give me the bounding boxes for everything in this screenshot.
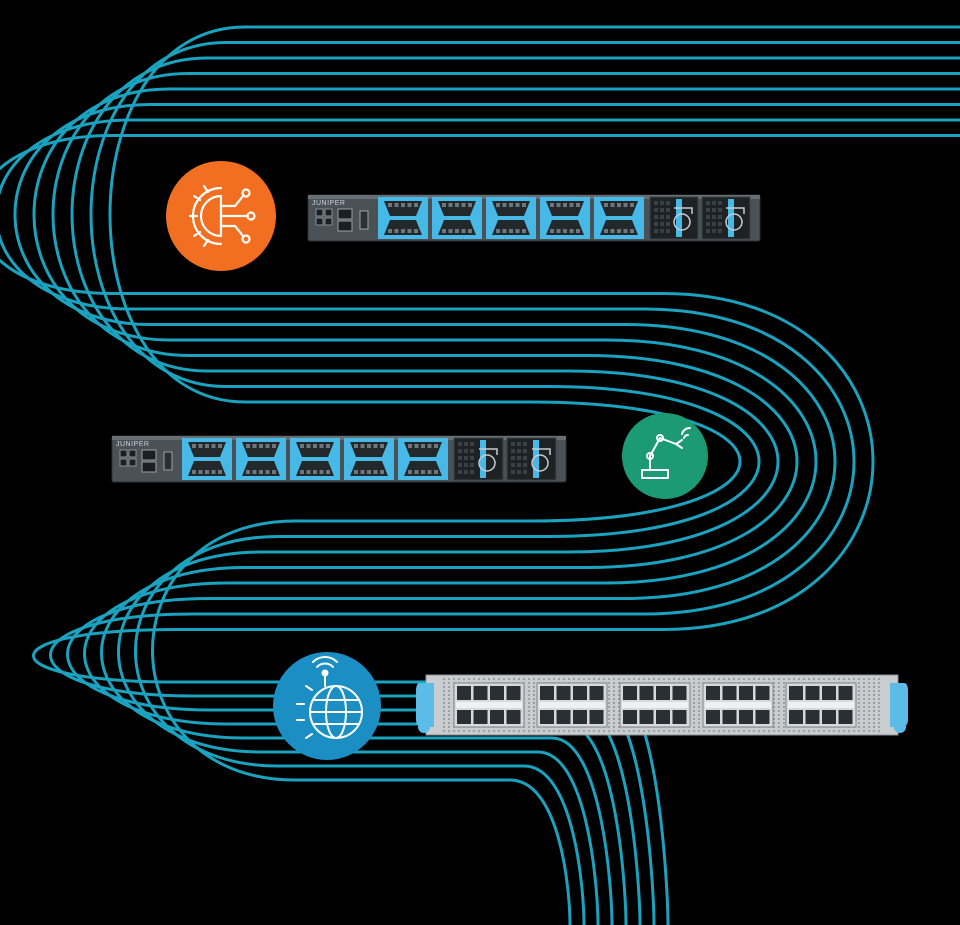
port-module	[594, 197, 644, 239]
qsfp-port-group	[619, 682, 691, 728]
port-module	[432, 197, 482, 239]
ai-gear-network-icon	[166, 161, 276, 271]
vendor-label: JUNIPER	[116, 441, 149, 448]
port-module	[182, 438, 232, 480]
port-module	[344, 438, 394, 480]
power-supply	[649, 196, 699, 240]
power-supply	[701, 196, 751, 240]
port-module	[236, 438, 286, 480]
port-module	[398, 438, 448, 480]
port-module	[486, 197, 536, 239]
port-module	[290, 438, 340, 480]
port-module	[540, 197, 590, 239]
flow-line	[0, 134, 960, 925]
power-supply	[453, 437, 504, 481]
vendor-label: JUNIPER	[312, 200, 345, 207]
line-card-device	[416, 674, 908, 736]
port-module	[378, 197, 428, 239]
left-handle	[416, 683, 434, 727]
qsfp-port-group	[453, 682, 525, 728]
globe-gear-signal-icon	[273, 652, 381, 760]
power-supply	[506, 437, 557, 481]
qsfp-port-group	[702, 682, 774, 728]
qsfp-port-group	[536, 682, 608, 728]
right-handle	[890, 683, 908, 727]
router-1u-device-2: JUNIPER	[111, 435, 567, 483]
flow-line	[51, 72, 960, 925]
robotic-arm-icon	[622, 413, 708, 499]
flowing-line-bundle	[0, 25, 960, 925]
qsfp-port-group	[785, 682, 857, 728]
flow-line	[108, 25, 960, 925]
router-1u-device: JUNIPER	[307, 194, 761, 242]
flow-line	[89, 41, 960, 925]
